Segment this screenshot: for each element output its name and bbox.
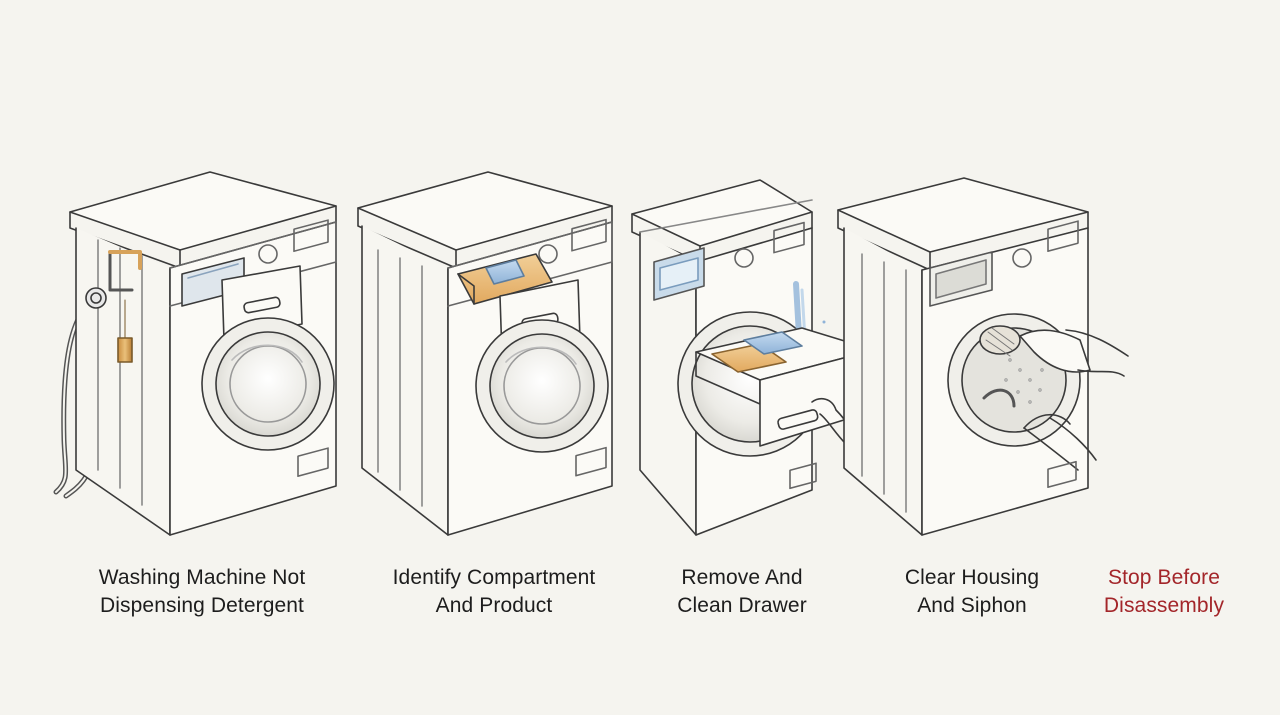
caption-step-5-line-2: Disassembly xyxy=(1103,594,1225,617)
caption-step-3-line-2: Clean Drawer xyxy=(677,594,807,617)
caption-step-4-line-1: Clear Housing xyxy=(904,566,1040,589)
caption-step-3: Remove And Clean Drawer xyxy=(612,564,872,620)
machine-3-illustration xyxy=(631,179,877,536)
caption-step-2-line-2: And Product xyxy=(435,594,553,617)
caption-step-3-line-1: Remove And xyxy=(681,566,803,589)
caption-step-2-line-1: Identify Compartment xyxy=(392,566,596,589)
caption-step-5-warning: Stop Before Disassembly xyxy=(1034,564,1280,620)
machine-1-illustration xyxy=(53,171,337,536)
caption-step-1-line-2: Dispensing Detergent xyxy=(100,594,304,617)
caption-step-5-line-1: Stop Before xyxy=(1107,566,1220,589)
caption-step-2: Identify Compartment And Product xyxy=(364,564,624,620)
machine-2-illustration xyxy=(357,171,613,536)
caption-step-4: Clear Housing And Siphon xyxy=(842,564,1102,620)
caption-step-1-line-1: Washing Machine Not xyxy=(98,566,306,589)
machine-4-illustration xyxy=(837,177,1129,536)
caption-step-4-line-2: And Siphon xyxy=(917,594,1027,617)
caption-step-1: Washing Machine Not Dispensing Detergent xyxy=(72,564,332,620)
